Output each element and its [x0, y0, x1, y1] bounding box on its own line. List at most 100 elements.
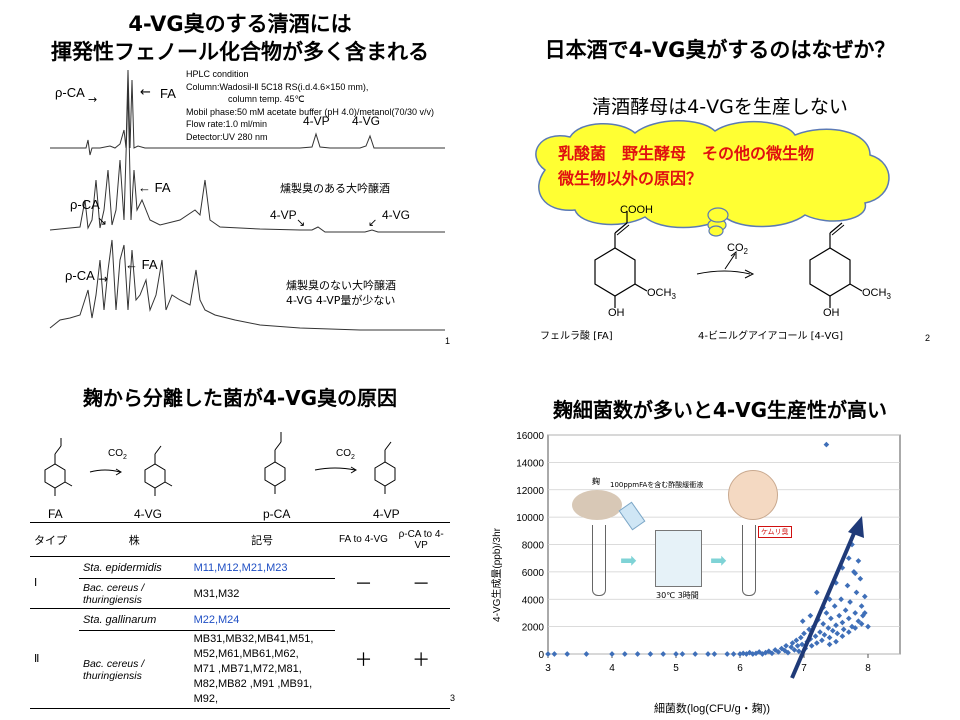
- scatter-point: [813, 589, 820, 596]
- panel2-subtitle: 清酒酵母は4-VGを生産しない: [592, 96, 848, 118]
- co2-label: CO2: [727, 242, 748, 256]
- codes-4-line: MB31,MB32,MB41,M51,: [193, 633, 314, 645]
- t1-fa-label: FA: [160, 86, 176, 101]
- fa-to-4vg-scheme: [44, 438, 173, 496]
- scatter-point: [807, 612, 814, 619]
- scatter-point: [845, 629, 852, 635]
- hplc-cond-5: Detector:UV 280 nm: [186, 131, 268, 142]
- thought-bubble-small: [707, 207, 729, 237]
- scatter-point: [823, 441, 830, 448]
- scatter-point: [551, 651, 558, 657]
- hplc-cond-4: Flow rate:1.0 ml/min: [186, 119, 268, 129]
- x-tick-label: 4: [609, 663, 615, 674]
- fa-och3: OCH3: [647, 287, 676, 301]
- y-tick-label: 6000: [522, 568, 545, 579]
- scatter-point: [855, 618, 862, 624]
- page-number-3: 3: [450, 693, 456, 703]
- scatter-point: [836, 612, 843, 619]
- koji-pile-icon: [572, 490, 622, 520]
- codes-2: M31,M32: [193, 587, 240, 600]
- scatter-point: [861, 593, 868, 600]
- scatter-point: [692, 651, 699, 657]
- scatter-point: [829, 627, 836, 634]
- vg-name: 4-ビニルグアイアコール [4-VG]: [698, 331, 844, 342]
- scatter-point: [545, 651, 551, 657]
- codes-3: M22,M24: [193, 613, 240, 626]
- scatter-point: [730, 651, 737, 657]
- scatter-point: [858, 603, 865, 609]
- codes-4-line: M82,MB82 ,M91 ,MB91,: [193, 678, 313, 690]
- scatter-point: [828, 615, 834, 622]
- scatter-point: [609, 651, 615, 657]
- scatter-point: [705, 651, 711, 657]
- reaction-arrow: [696, 250, 755, 279]
- th-strain: 株: [128, 534, 140, 547]
- y-tick-label: 10000: [516, 513, 544, 524]
- table-row: Bac. cereus / thuringiensis M31,M32: [30, 579, 450, 609]
- type-2: Ⅱ: [30, 608, 79, 709]
- scatter-point: [853, 589, 860, 596]
- t2-4vg-label: 4-VG: [382, 208, 411, 222]
- table-row: Ⅱ Sta. gallinarum M22,M24 ＋ ＋: [30, 608, 450, 709]
- scatter-point: [825, 625, 832, 631]
- fa-cooh: COOH: [620, 204, 653, 216]
- hplc-cond-3: Mobil phase:50 mM acetate buffer (pH 4.0…: [186, 106, 434, 117]
- hplc-cond-2: column temp. 45℃: [228, 94, 305, 104]
- panel4-title: 麹細菌数が多いと4-VG生産性が高い: [552, 398, 888, 422]
- codes-4: MB31,MB32,MB41,M51, M52,M61,MB61,M62, M7…: [190, 631, 335, 709]
- x-tick-label: 3: [545, 663, 551, 674]
- scatter-point: [852, 610, 859, 616]
- cloud-text-1: 乳酸菌 野生酵母 その他の微生物: [558, 144, 815, 163]
- vg-och3: OCH3: [862, 287, 891, 301]
- x-tick-label: 7: [801, 663, 807, 674]
- scatter-point: [817, 629, 823, 635]
- t1-fa-arrow: ←: [140, 85, 151, 100]
- hplc-cond-0: HPLC condition: [186, 69, 249, 79]
- t1-4vg-label: 4-VG: [352, 114, 381, 128]
- cap-fa: FA: [48, 507, 63, 521]
- fa-och3-text: OCH: [647, 287, 672, 299]
- cap-pca: p-CA: [263, 507, 291, 521]
- cap-4vp: 4-VP: [373, 507, 400, 521]
- scatter-point: [564, 651, 571, 657]
- scatter-point: [852, 570, 859, 577]
- test-tube-icon: [742, 525, 756, 596]
- scatter-point: [834, 630, 841, 637]
- pca-to-4vp-scheme: [264, 432, 396, 494]
- process-arrow-icon: ➡: [710, 548, 727, 572]
- page-number-1: 1: [445, 336, 451, 346]
- y-tick-label: 0: [538, 650, 544, 661]
- hplc-cond-1: Column:Wadosil-Ⅱ 5C18 RS(i.d.4.6×150 mm)…: [186, 81, 369, 92]
- vg-och3-sub: 3: [886, 292, 891, 302]
- scatter-point: [793, 637, 800, 644]
- type1-fa-result: －: [334, 556, 393, 609]
- x-tick-label: 5: [673, 663, 679, 674]
- scatter-point: [783, 642, 789, 649]
- hplc-trace-3: [49, 239, 445, 331]
- y-tick-label: 2000: [522, 623, 545, 634]
- th-fa-4vg: FA to 4-VG: [339, 534, 388, 545]
- scatter-point: [857, 575, 864, 582]
- strain-1: Sta. epidermidis: [82, 561, 162, 574]
- page-number-2: 2: [925, 333, 931, 343]
- panel1-title-line2: 揮発性フェノール化合物が多く含まれる: [51, 40, 429, 64]
- t2-pca-label: ρ-CA: [70, 197, 100, 212]
- chart-ylabel: 4-VG生成量(ppb)/3hr: [490, 527, 503, 622]
- scatter-point: [711, 651, 718, 657]
- scatter-point: [812, 633, 819, 640]
- scatter-point: [634, 651, 641, 657]
- type1-pca-result: －: [392, 556, 450, 609]
- codes-1: M11,M12,M21,M23: [193, 561, 288, 574]
- scatter-point: [813, 640, 820, 646]
- inset-buffer-label: 100ppmFAを含む酢酸緩衝液: [610, 481, 704, 489]
- scatter-point: [852, 625, 859, 631]
- s3-co2-a-sub: 2: [123, 454, 127, 461]
- s3-co2-b-sub: 2: [351, 454, 355, 461]
- scatter-point: [769, 650, 775, 657]
- scatter-point: [775, 649, 782, 655]
- t2-4vp-label: 4-VP: [270, 208, 297, 222]
- scatter-point: [839, 633, 846, 640]
- panel3-title: 麹から分離した菌が4-VG臭の原因: [82, 386, 398, 410]
- table-row: Bac. cereus / thuringiensis MB31,MB32,MB…: [30, 631, 450, 709]
